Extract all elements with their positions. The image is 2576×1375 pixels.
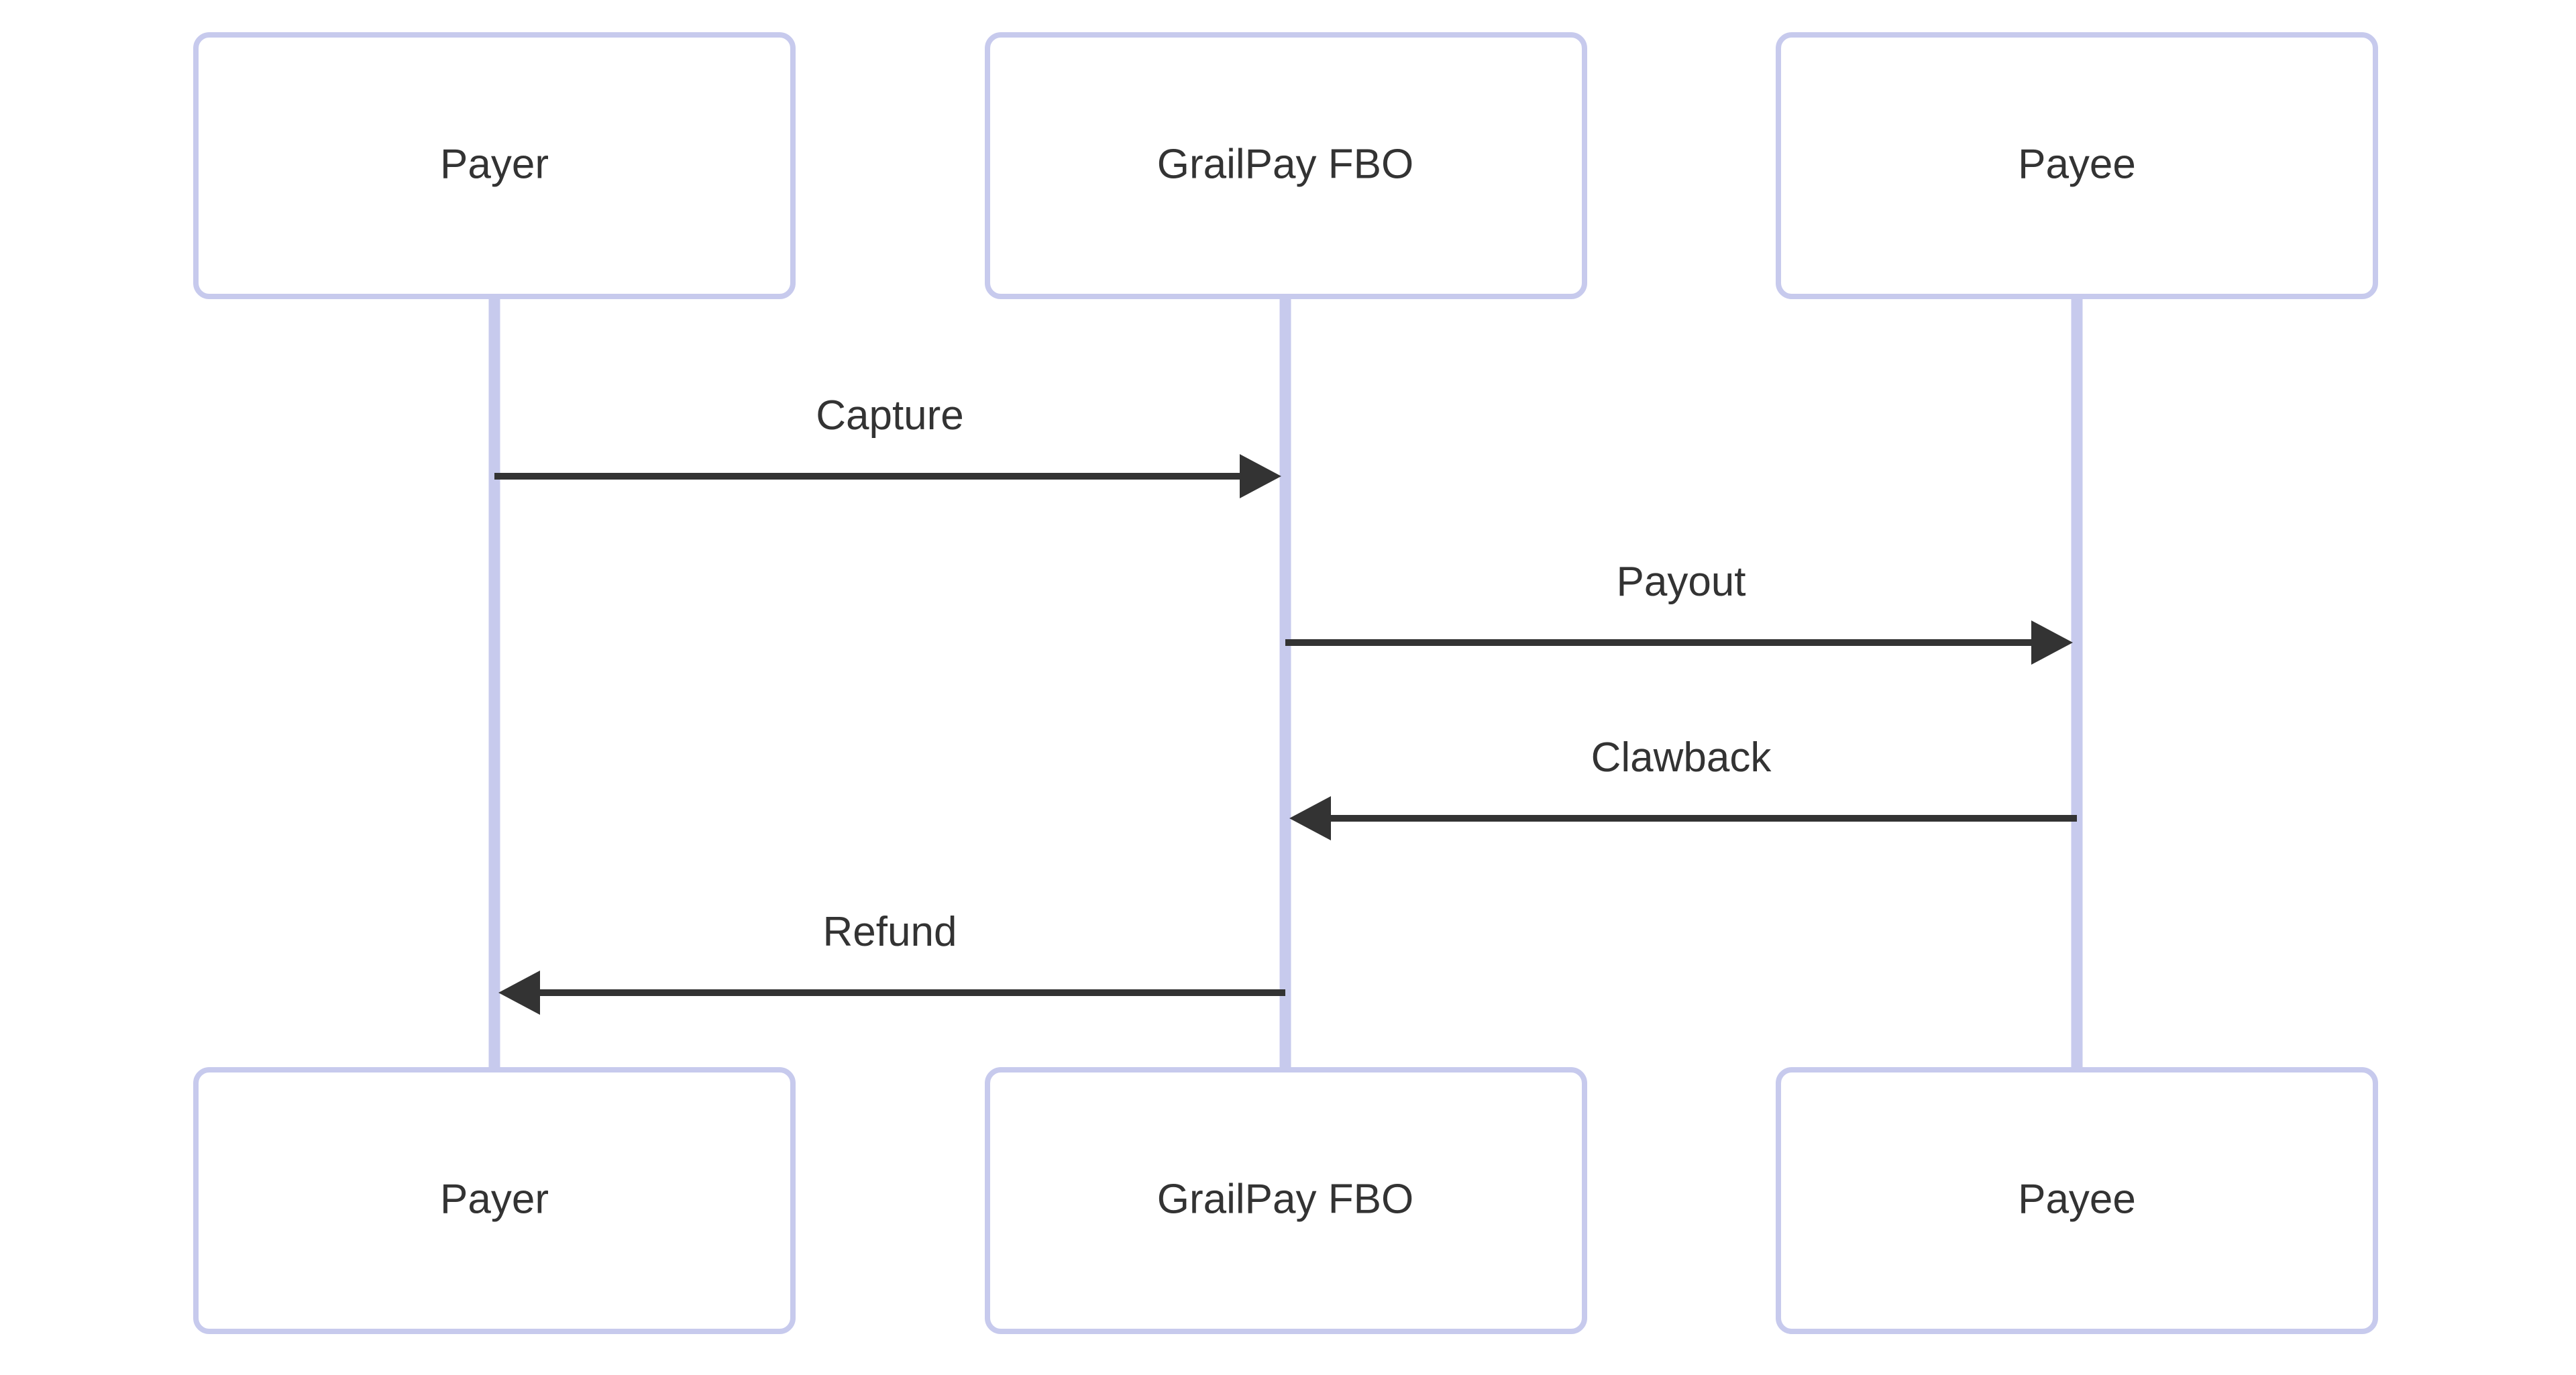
actor-label-payee-bottom: Payee — [2018, 1176, 2136, 1222]
actor-label-payer-top: Payer — [440, 141, 549, 187]
message-label-clawback: Clawback — [1591, 734, 1772, 781]
message-label-payout: Payout — [1616, 559, 1746, 605]
actor-boxes-bottom: Payer GrailPay FBO Payee — [193, 1067, 2378, 1334]
message-arrowhead-payout — [2031, 620, 2073, 665]
message-arrowhead-refund — [498, 971, 540, 1015]
actor-box-payee-top[interactable] — [1776, 32, 2378, 299]
message-arrowhead-clawback — [1289, 796, 1331, 840]
actor-box-payee-bottom[interactable] — [1776, 1067, 2378, 1334]
message-label-capture: Capture — [816, 392, 964, 439]
actor-boxes-top: Payer GrailPay FBO Payee — [193, 32, 2378, 299]
message-label-refund: Refund — [823, 909, 957, 955]
actor-label-grailpay-top: GrailPay FBO — [1157, 141, 1413, 187]
actor-label-payer-bottom: Payer — [440, 1176, 549, 1222]
actor-label-grailpay-bottom: GrailPay FBO — [1157, 1176, 1413, 1222]
lifeline-group — [488, 296, 2083, 1070]
actor-label-payee-top: Payee — [2018, 141, 2136, 187]
actor-box-payer-top[interactable] — [193, 32, 796, 299]
actor-box-payer-bottom[interactable] — [193, 1067, 796, 1334]
actor-box-grailpay-bottom[interactable] — [985, 1067, 1587, 1334]
message-arrowhead-capture — [1240, 454, 1281, 498]
actor-box-grailpay-top[interactable] — [985, 32, 1587, 299]
